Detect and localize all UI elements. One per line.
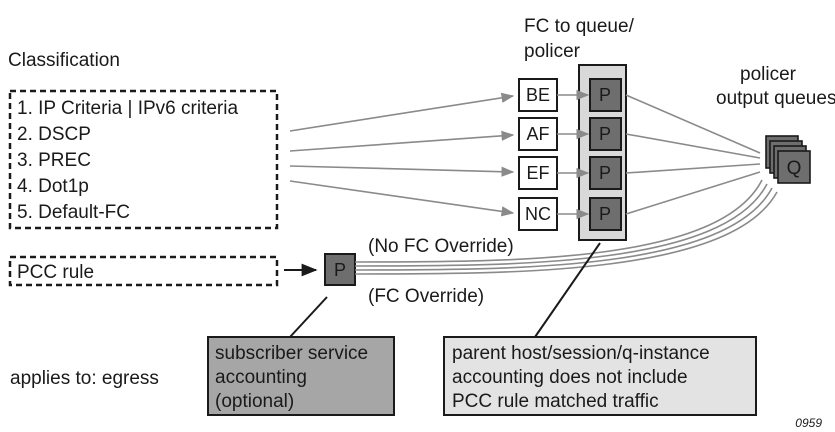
- pcc-bypass-curves: [354, 179, 778, 275]
- nc-policer-to-queue-line: [625, 171, 761, 215]
- policer-be-label: P: [599, 85, 611, 105]
- criteria-item-ip: 1. IP Criteria | IPv6 criteria: [17, 98, 238, 119]
- output-header-line1: policer: [740, 64, 797, 85]
- fc-override-label: (FC Override): [368, 286, 484, 307]
- criteria-to-be-arrow: [289, 92, 515, 132]
- applies-to-label: applies to: egress: [10, 368, 159, 389]
- policer-nc-label: P: [599, 204, 611, 224]
- fc-nc-label: NC: [525, 204, 551, 224]
- policer-ef-label: P: [599, 163, 611, 183]
- fc-ef: EF: [518, 156, 558, 190]
- fc-af: AF: [518, 117, 558, 151]
- output-queue-stack: Q: [765, 135, 811, 184]
- subscriber-note-line2: accounting: [215, 367, 307, 388]
- pcc-policer-label: P: [334, 260, 346, 280]
- fc-nc: NC: [518, 197, 558, 231]
- parent-note-line1: parent host/session/q-instance: [452, 343, 710, 364]
- fc-be: BE: [518, 78, 558, 112]
- output-header-line2: output queues: [716, 88, 835, 109]
- criteria-item-prec: 3. PREC: [17, 150, 91, 171]
- pcc-policer: P: [324, 253, 356, 286]
- pcc-rule-label: PCC rule: [17, 262, 94, 283]
- subscriber-note-line3: (optional): [215, 391, 294, 412]
- policer-ef: P: [589, 156, 622, 190]
- fc-header-line1: FC to queue/: [524, 16, 635, 37]
- pcc-rule-box: [8, 255, 279, 287]
- fc-af-label: AF: [526, 124, 549, 144]
- classification-criteria-box: [8, 89, 279, 230]
- subscriber-callout-line: [289, 296, 328, 338]
- af-policer-to-queue-line: [625, 133, 761, 159]
- criteria-to-ef-arrow: [289, 165, 515, 177]
- fc-ef-label: EF: [526, 163, 549, 183]
- parent-accounting-note: [443, 336, 757, 416]
- policer-af: P: [589, 117, 622, 151]
- policer-nc: P: [589, 197, 622, 231]
- classification-title: Classification: [8, 50, 120, 71]
- parent-callout-line: [534, 242, 601, 338]
- criteria-to-nc-arrow: [289, 180, 515, 217]
- policer-be: P: [589, 78, 622, 112]
- fc-be-label: BE: [526, 85, 550, 105]
- subscriber-accounting-note: [207, 336, 395, 416]
- fc-header-line2: policer: [524, 41, 581, 62]
- policer-af-label: P: [599, 124, 611, 144]
- criteria-item-default-fc: 5. Default-FC: [17, 202, 130, 223]
- ef-policer-to-queue-line: [625, 163, 761, 174]
- criteria-item-dot1p: 4. Dot1p: [17, 176, 89, 197]
- queue-label: Q: [787, 158, 802, 179]
- no-fc-override-label: (No FC Override): [368, 236, 514, 257]
- subscriber-note-line1: subscriber service: [215, 343, 368, 364]
- parent-note-line3: PCC rule matched traffic: [452, 391, 659, 412]
- parent-note-line2: accounting does not include: [452, 367, 688, 388]
- criteria-item-dscp: 2. DSCP: [17, 124, 91, 145]
- criteria-to-af-arrow: [289, 130, 515, 152]
- be-policer-to-queue-line: [625, 94, 761, 154]
- figure-id: 0959: [795, 416, 822, 430]
